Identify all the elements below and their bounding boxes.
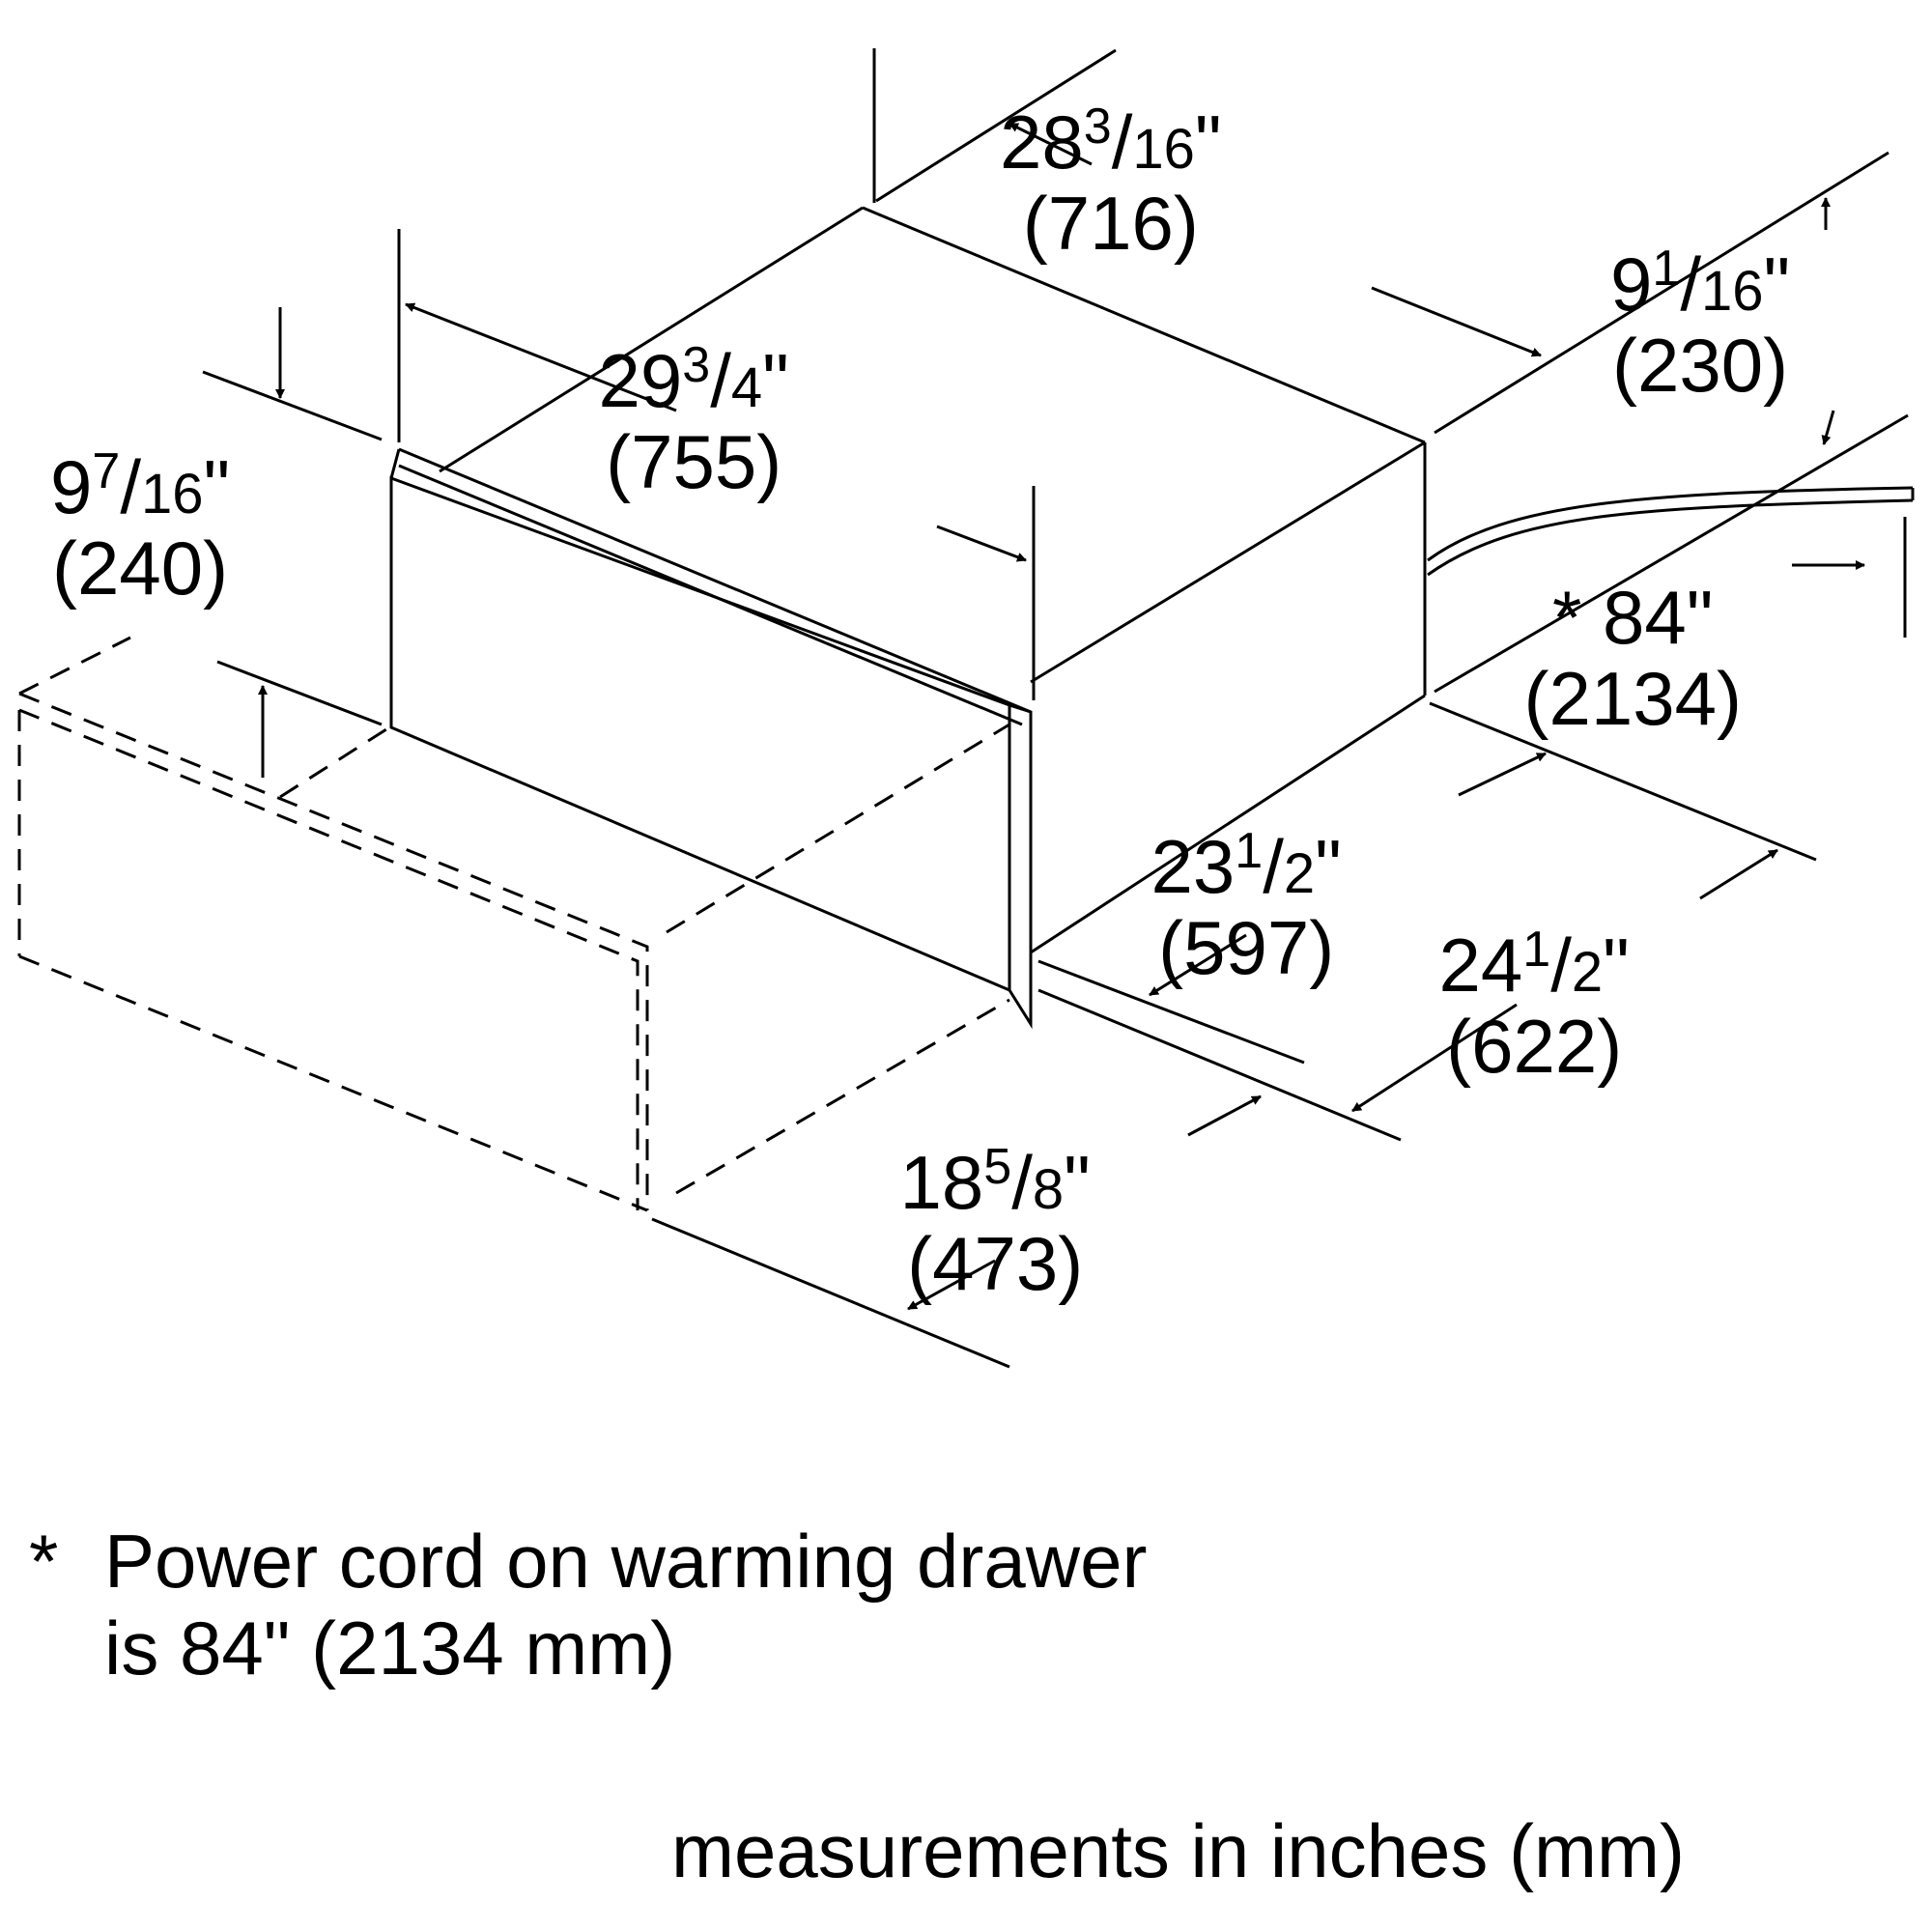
drawer-body — [439, 206, 1427, 954]
depth-overall-whole: 24 — [1438, 923, 1523, 1008]
depth-overall-label: 241/2" (622) — [1438, 922, 1630, 1089]
cutout-depth-mm: (473) — [907, 1221, 1084, 1306]
right-height-mm: (230) — [1612, 323, 1789, 408]
front-height-mm: (240) — [52, 526, 229, 611]
cord-note-asterisk: * — [29, 1519, 59, 1604]
cutout-depth-num: 5 — [983, 1139, 1012, 1195]
inch-mark: " — [1603, 923, 1630, 1008]
front-height-whole: 9 — [50, 444, 93, 529]
front-width-label: 293/4" (755) — [598, 337, 789, 504]
depth-body-mm: (597) — [1158, 905, 1335, 990]
cord-length-mm: (2134) — [1523, 656, 1742, 741]
depth-overall-den: 2 — [1571, 941, 1604, 1004]
extension-lines — [202, 48, 1909, 1369]
inch-mark: " — [1064, 1140, 1091, 1225]
inch-mark: " — [1315, 824, 1342, 909]
drawer-front-panel — [389, 447, 1033, 1030]
right-height-den: 16 — [1700, 260, 1764, 323]
front-width-den: 4 — [730, 356, 763, 419]
depth-body-label: 231/2" (597) — [1151, 823, 1342, 990]
cutout-depth-den: 8 — [1032, 1158, 1065, 1221]
depth-overall-num: 1 — [1522, 922, 1551, 978]
right-height-label: 91/16" (230) — [1610, 241, 1791, 408]
cord-note-line1: Power cord on warming drawer — [104, 1519, 1148, 1604]
cord-length-whole: 84 — [1603, 575, 1687, 660]
overall-width-num: 3 — [1083, 99, 1112, 155]
front-height-label: 97/16" (240) — [50, 443, 231, 611]
inch-mark: " — [203, 444, 231, 529]
cord-note-line2: is 84" (2134 mm) — [104, 1605, 676, 1690]
overall-width-den: 16 — [1132, 118, 1195, 181]
front-height-num: 7 — [92, 443, 121, 499]
inch-mark: " — [762, 338, 789, 423]
overall-width-label: 283/16" (716) — [1000, 99, 1222, 266]
inch-mark: " — [1194, 99, 1222, 185]
front-height-den: 16 — [140, 463, 204, 526]
front-width-whole: 29 — [598, 338, 683, 423]
cutout-depth-label: 185/8" (473) — [899, 1139, 1091, 1306]
overall-width-mm: (716) — [1022, 181, 1199, 266]
units-note: measurements in inches (mm) — [671, 1808, 1685, 1893]
front-width-mm: (755) — [606, 419, 782, 504]
right-height-num: 1 — [1652, 241, 1681, 297]
cabinet-outline — [17, 636, 1010, 1212]
front-width-num: 3 — [682, 337, 711, 393]
cutout-depth-whole: 18 — [899, 1140, 984, 1225]
depth-body-whole: 23 — [1151, 824, 1236, 909]
overall-width-whole: 28 — [1000, 99, 1084, 185]
right-height-whole: 9 — [1610, 242, 1653, 327]
inch-mark: " — [1763, 242, 1791, 327]
inch-mark: " — [1686, 575, 1714, 660]
cord-length-label: * 84" (2134) — [1524, 580, 1742, 736]
depth-overall-mm: (622) — [1446, 1004, 1623, 1089]
power-cord — [1427, 486, 1915, 577]
depth-body-den: 2 — [1283, 842, 1316, 905]
depth-body-num: 1 — [1235, 823, 1264, 879]
cord-length-prefix: * — [1551, 575, 1604, 660]
dimension-arrows — [258, 122, 1865, 1311]
